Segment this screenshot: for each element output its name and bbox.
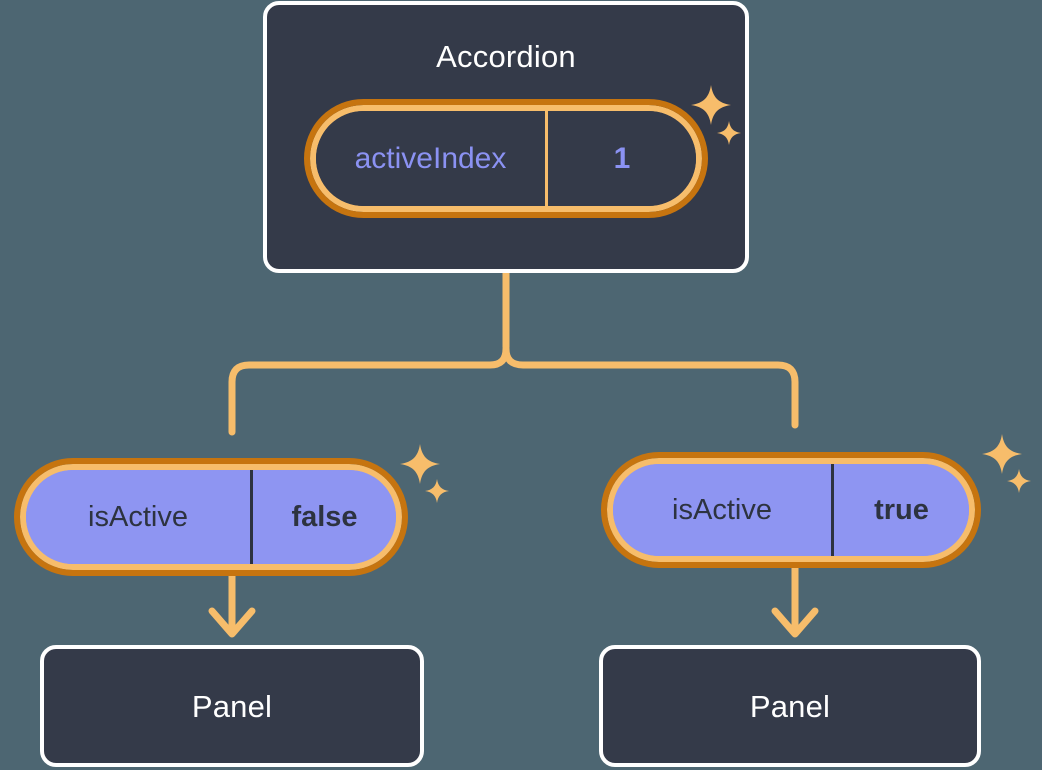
- state-key-isactive-left: isActive: [88, 500, 188, 533]
- component-node-panel-right[interactable]: Panel: [599, 645, 981, 767]
- component-node-panel-left[interactable]: Panel: [40, 645, 424, 767]
- state-value-isactive-right: true: [831, 464, 969, 556]
- state-pill-inner: isActive false: [26, 470, 396, 564]
- arrow-head-right: [771, 607, 819, 638]
- state-pill-inner: activeIndex 1: [316, 111, 696, 206]
- state-value-isactive-left: false: [250, 470, 396, 564]
- arrow-head-left: [208, 607, 256, 638]
- sparkle-large-icon: [982, 434, 1022, 474]
- sparkle-small-icon: [1007, 469, 1031, 493]
- component-title-panel-right: Panel: [749, 688, 831, 724]
- state-key-isactive-right: isActive: [672, 493, 772, 526]
- state-pill-isactive-left[interactable]: isActive false: [14, 458, 408, 576]
- state-pill-activeindex[interactable]: activeIndex 1: [304, 99, 708, 218]
- state-pill-inner: isActive true: [613, 464, 969, 556]
- sparkle-large-icon: [400, 444, 440, 484]
- connector-fork-right: [502, 345, 799, 429]
- state-value-activeindex: 1: [545, 111, 696, 206]
- connector-fork: [228, 345, 510, 436]
- component-title-accordion: Accordion: [436, 39, 576, 74]
- component-title-panel-left: Panel: [191, 688, 273, 724]
- state-key-activeindex: activeIndex: [354, 141, 507, 175]
- sparkle-small-icon: [425, 479, 449, 503]
- state-pill-isactive-right[interactable]: isActive true: [601, 452, 981, 568]
